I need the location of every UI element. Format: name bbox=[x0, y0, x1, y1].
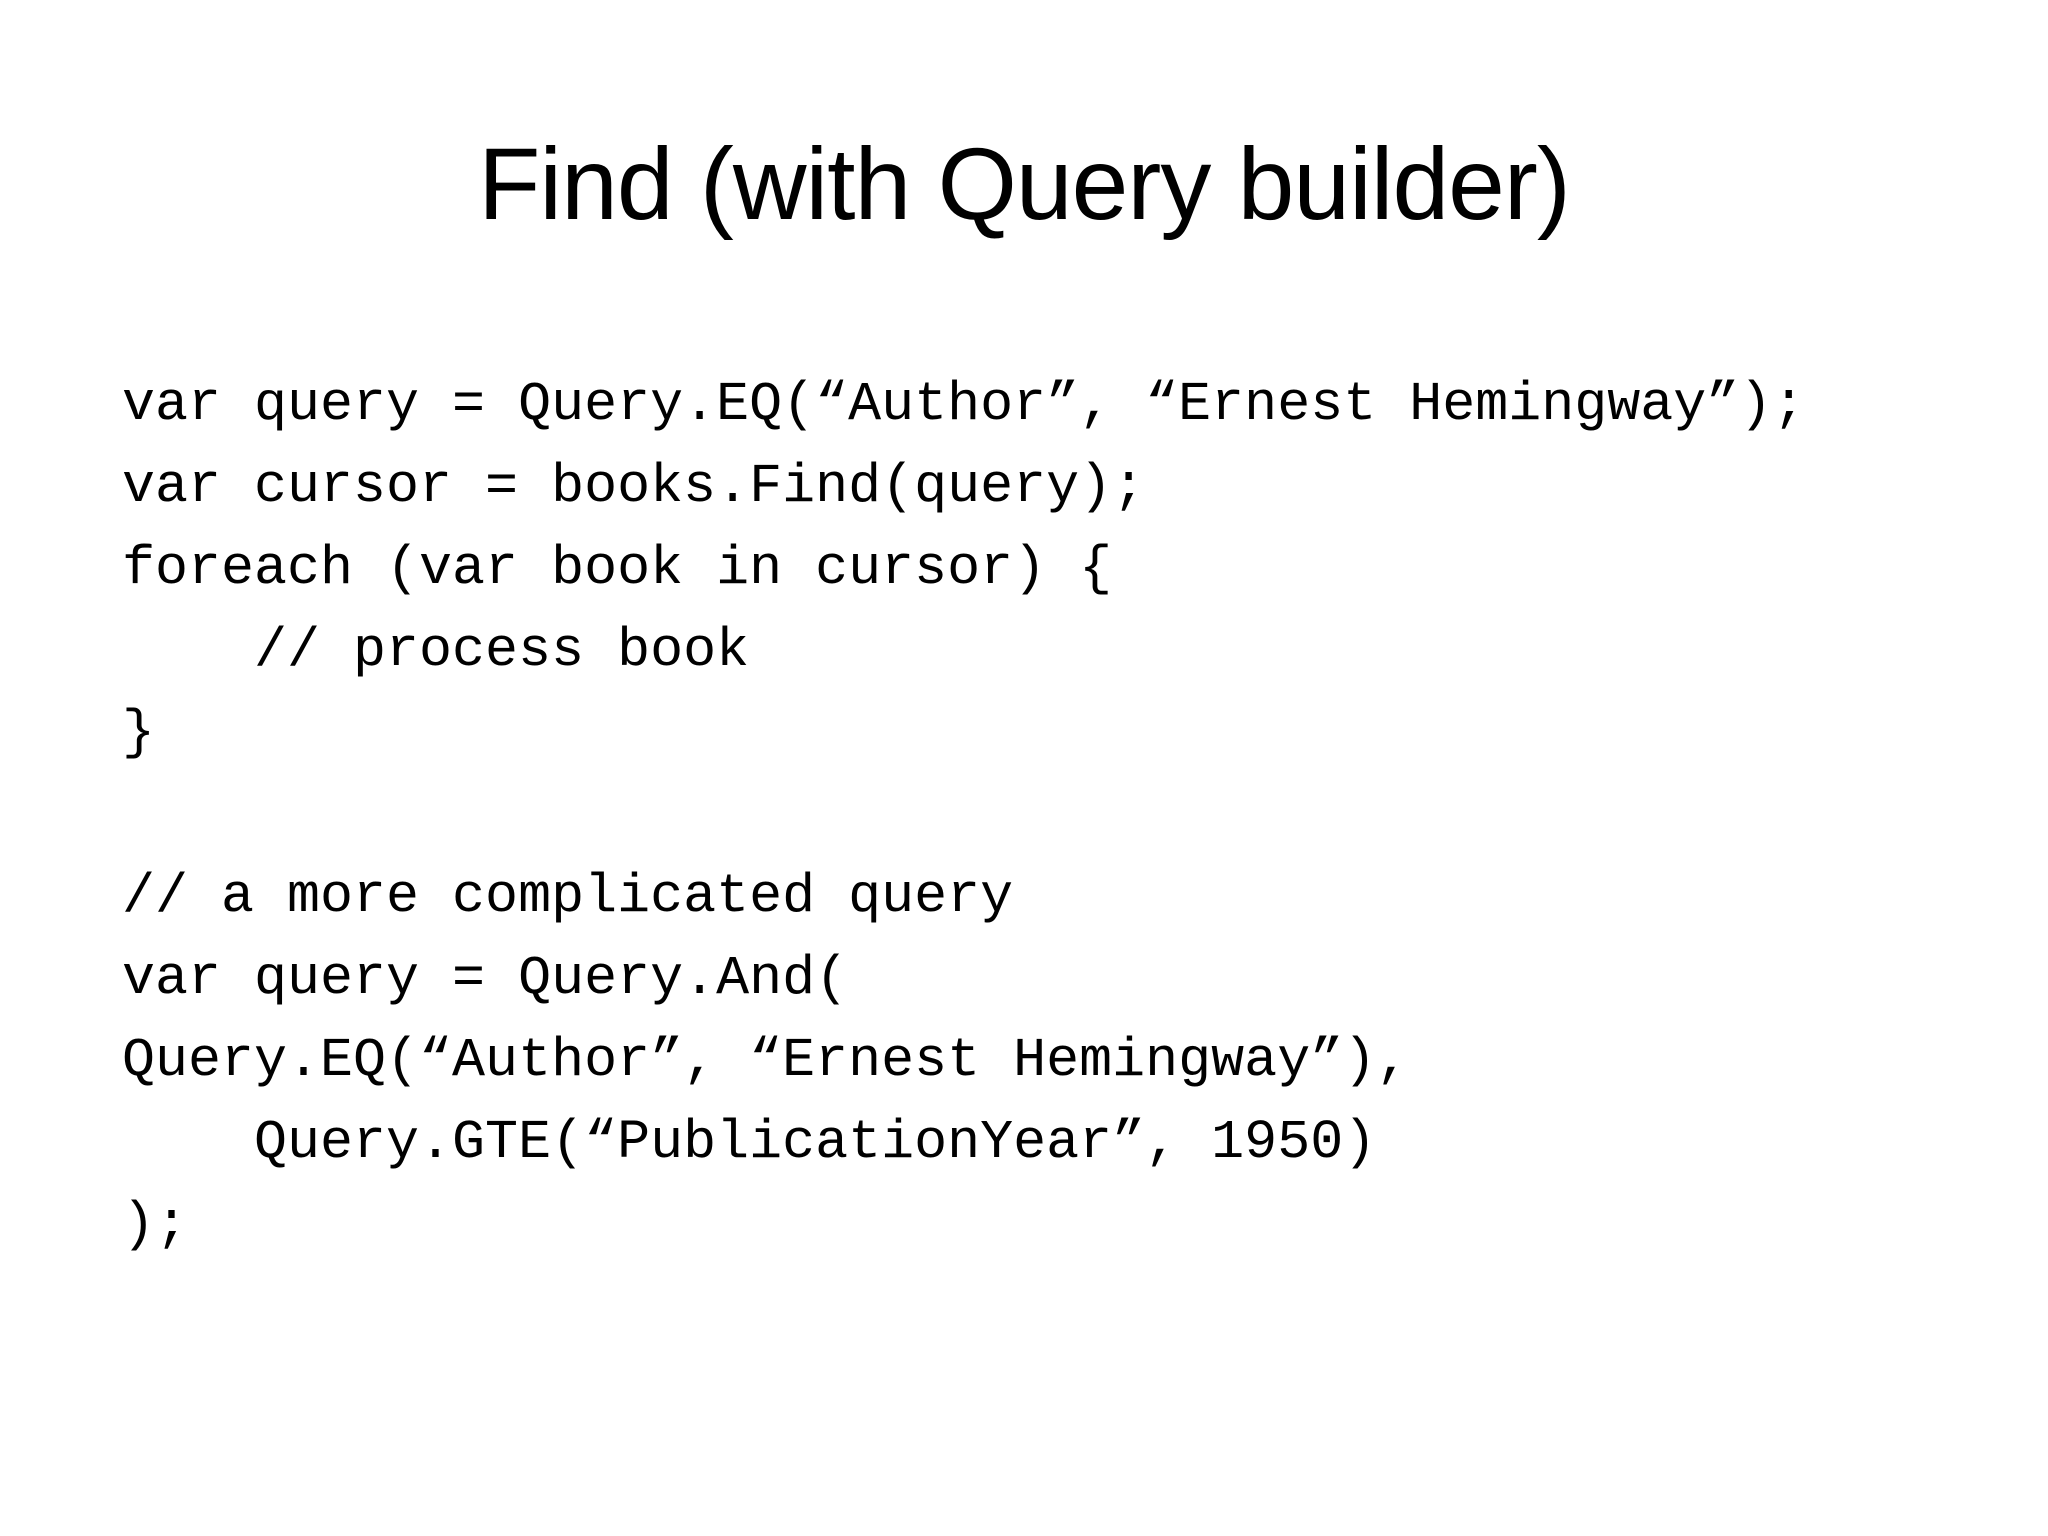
code-line: Query.EQ(“Author”, “Ernest Hemingway”), bbox=[122, 1029, 1410, 1092]
code-line: Query.GTE(“PublicationYear”, 1950) bbox=[122, 1111, 1377, 1174]
code-line: var query = Query.And( bbox=[122, 947, 849, 1010]
code-line-blank bbox=[122, 774, 2008, 856]
code-line: // a more complicated query bbox=[122, 865, 1014, 928]
code-line: var cursor = books.Find(query); bbox=[122, 455, 1146, 518]
code-line: foreach (var book in cursor) { bbox=[122, 537, 1113, 600]
code-line: var query = Query.EQ(“Author”, “Ernest H… bbox=[122, 373, 1806, 436]
code-line: // process book bbox=[122, 619, 750, 682]
code-line: } bbox=[122, 701, 156, 764]
slide-title: Find (with Query builder) bbox=[478, 127, 1571, 241]
code-line: ); bbox=[122, 1193, 189, 1256]
code-block: var query = Query.EQ(“Author”, “Ernest H… bbox=[122, 364, 2008, 1266]
